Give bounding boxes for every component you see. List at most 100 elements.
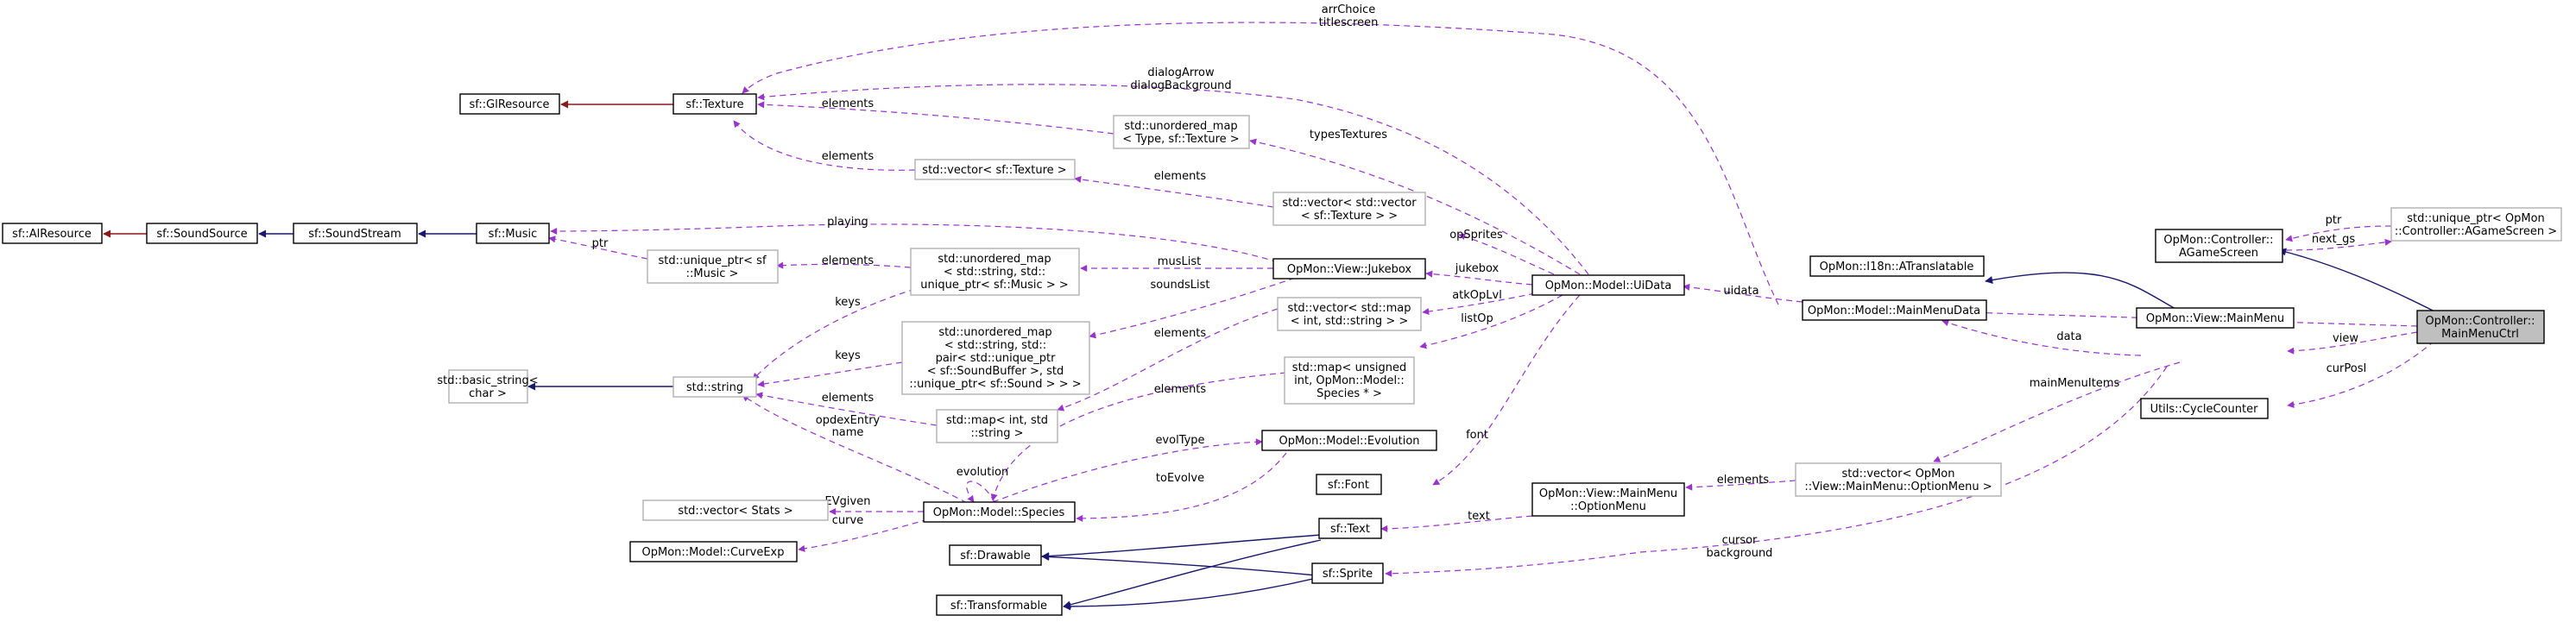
edge-label-data-view: data	[2056, 330, 2081, 343]
edge-label-elements-vectex: elements	[822, 150, 874, 163]
edge-curve	[798, 518, 929, 552]
node-unordered-map-type[interactable]: std::unordered_map< Type, sf::Texture >	[1113, 115, 1250, 149]
node-soundsource[interactable]: sf::SoundSource	[146, 223, 258, 244]
node-vector-optionmenu[interactable]: std::vector< OpMon::View::MainMenu::Opti…	[1795, 462, 2002, 497]
edge-label-elements-vecvec: elements	[1154, 170, 1207, 183]
node-map-species[interactable]: std::map< unsigned int, OpMon::Model::Sp…	[1284, 356, 1415, 405]
svg-text:OpMon::Controller::: OpMon::Controller::	[2425, 315, 2535, 328]
node-i18n-atranslatable[interactable]: OpMon::I18n::ATranslatable	[1809, 255, 1985, 277]
svg-text:< sf::SoundBuffer >, std: < sf::SoundBuffer >, std	[927, 365, 1064, 378]
svg-text:std::unique_ptr< sf: std::unique_ptr< sf	[658, 254, 766, 267]
edge-label-atkoplvl: atkOpLvl	[1452, 289, 1502, 302]
edge-label-next-gs: next_gs	[2312, 233, 2356, 246]
svg-text:std::map< unsigned: std::map< unsigned	[1292, 361, 1406, 374]
edge-arrchoice	[742, 22, 1779, 305]
node-unique-ptr-music[interactable]: std::unique_ptr< sf::Music >	[647, 249, 779, 284]
svg-text:std::unique_ptr< OpMon: std::unique_ptr< OpMon	[2407, 212, 2545, 225]
edge-label-keys-2: keys	[835, 349, 861, 362]
svg-text:< Type, sf::Texture >: < Type, sf::Texture >	[1122, 133, 1239, 146]
edge-ptr-music	[548, 236, 648, 260]
edge-label-arrchoice-2: titlescreen	[1319, 16, 1379, 29]
edge-label-font: font	[1466, 429, 1488, 442]
node-evolution[interactable]: OpMon::Model::Evolution	[1261, 430, 1437, 451]
node-soundstream[interactable]: sf::SoundStream	[293, 223, 418, 244]
node-mainmenudata[interactable]: OpMon::Model::MainMenuData	[1802, 299, 1987, 321]
edge-dialogarrow	[757, 84, 1589, 275]
node-umap-music[interactable]: std::unordered_map< std::string, std::un…	[910, 248, 1080, 296]
svg-text:sf::SoundStream: sf::SoundStream	[308, 228, 401, 241]
svg-text:::unique_ptr< sf::Sound > > >: ::unique_ptr< sf::Sound > > >	[909, 378, 1081, 391]
svg-text:unique_ptr< sf::Music > >: unique_ptr< sf::Music > >	[920, 279, 1068, 292]
edge-opdexentry	[742, 394, 968, 504]
svg-text:MainMenuCtrl: MainMenuCtrl	[2441, 328, 2519, 341]
node-unique-ptr-agamescreen[interactable]: std::unique_ptr< OpMon::Controller::AGam…	[2390, 207, 2562, 242]
svg-text:std::vector< Stats >: std::vector< Stats >	[678, 505, 792, 518]
edge-label-muslist: musList	[1158, 255, 1201, 268]
svg-text:pair< std::unique_ptr: pair< std::unique_ptr	[936, 352, 1057, 365]
svg-text:::Controller::AGameScreen >: ::Controller::AGameScreen >	[2395, 225, 2557, 238]
edge-text-transformable	[1063, 539, 1322, 609]
node-font[interactable]: sf::Font	[1316, 474, 1382, 495]
svg-text:::Music >: ::Music >	[686, 267, 739, 280]
node-std-string[interactable]: std::string	[672, 376, 757, 398]
svg-text:char >: char >	[469, 387, 507, 400]
node-sprite[interactable]: sf::Sprite	[1311, 562, 1384, 584]
edge-evolution	[966, 481, 995, 503]
node-jukebox[interactable]: OpMon::View::Jukebox	[1272, 258, 1426, 280]
node-vector-map-int-string[interactable]: std::vector< std::map< int, std::string …	[1277, 297, 1422, 331]
node-map-int-string[interactable]: std::map< int, std::string >	[936, 409, 1058, 443]
edge-label-keys-1: keys	[835, 296, 861, 309]
svg-text:AGameScreen: AGameScreen	[2179, 247, 2258, 260]
svg-text:std::vector< OpMon: std::vector< OpMon	[1841, 468, 1954, 481]
node-utils-cyclecounter[interactable]: Utils::CycleCounter	[2140, 398, 2269, 419]
node-species[interactable]: OpMon::Model::Species	[923, 501, 1076, 523]
node-agamescreen[interactable]: OpMon::Controller::AGameScreen	[2155, 229, 2283, 263]
edge-label-cursor-background-1: cursor	[1722, 534, 1758, 547]
edge-viewmainmenu-atranslatable	[1985, 272, 2176, 310]
node-drawable[interactable]: sf::Drawable	[949, 544, 1042, 566]
svg-text:OpMon::Model::Evolution: OpMon::Model::Evolution	[1279, 435, 1419, 448]
svg-text:OpMon::Model::UiData: OpMon::Model::UiData	[1545, 280, 1672, 292]
svg-text:std::basic_string<: std::basic_string<	[437, 374, 538, 387]
node-uidata[interactable]: OpMon::Model::UiData	[1531, 274, 1685, 296]
node-vector-stats[interactable]: std::vector< Stats >	[642, 499, 829, 521]
node-music[interactable]: sf::Music	[476, 223, 550, 244]
edge-label-ptr-music: ptr	[592, 237, 609, 250]
edge-label-jukebox: jukebox	[1455, 262, 1500, 275]
node-text[interactable]: sf::Text	[1318, 518, 1382, 539]
edge-mainmenuitems	[1933, 361, 2181, 462]
edge-label-listop: listOp	[1461, 312, 1493, 325]
node-texture[interactable]: sf::Texture	[672, 93, 757, 115]
edge-elements-umaptype	[757, 101, 1114, 135]
edge-jukebox	[1425, 270, 1533, 286]
svg-text:OpMon::Model::MainMenuData: OpMon::Model::MainMenuData	[1808, 305, 1980, 317]
node-curveexp[interactable]: OpMon::Model::CurveExp	[629, 541, 798, 562]
node-glresource[interactable]: sf::GlResource	[459, 93, 560, 115]
node-alresource[interactable]: sf::AlResource	[2, 223, 103, 244]
edge-ptr	[2285, 225, 2392, 242]
edge-label-curposi: curPosI	[2327, 362, 2367, 375]
edge-keys-1	[752, 288, 916, 380]
node-vector-vector-texture[interactable]: std::vector< std::vector< sf::Texture > …	[1272, 192, 1426, 226]
edge-curposi	[2287, 340, 2435, 408]
node-umap-soundbuffer[interactable]: std::unordered_map< std::string, std::pa…	[901, 321, 1090, 395]
svg-text:sf::Sprite: sf::Sprite	[1323, 568, 1373, 581]
edge-uidata	[1683, 283, 1803, 303]
edge-elements-mapint	[755, 392, 938, 426]
node-transformable[interactable]: sf::Transformable	[936, 594, 1063, 616]
edge-label-view: view	[2333, 332, 2358, 345]
svg-text:std::vector< sf::Texture >: std::vector< sf::Texture >	[922, 164, 1066, 177]
svg-text:std::unordered_map: std::unordered_map	[938, 253, 1051, 266]
edge-label-evolution: evolution	[957, 466, 1008, 479]
edge-text	[1380, 515, 1533, 532]
edge-evoltype	[992, 438, 1263, 503]
node-view-mainmenu[interactable]: OpMon::View::MainMenu	[2136, 307, 2295, 329]
node-mainmenuctrl[interactable]: OpMon::Controller::MainMenuCtrl	[2416, 310, 2545, 344]
node-optionmenu[interactable]: OpMon::View::MainMenu::OptionMenu	[1531, 482, 1685, 517]
edge-elements-vecmap	[1057, 308, 1279, 412]
edge-elements-optmenu	[1685, 480, 1796, 491]
node-vector-texture[interactable]: std::vector< sf::Texture >	[914, 159, 1076, 180]
node-basic-string[interactable]: std::basic_string<char >	[437, 369, 539, 404]
svg-text:OpMon::Model::Species: OpMon::Model::Species	[933, 506, 1065, 519]
